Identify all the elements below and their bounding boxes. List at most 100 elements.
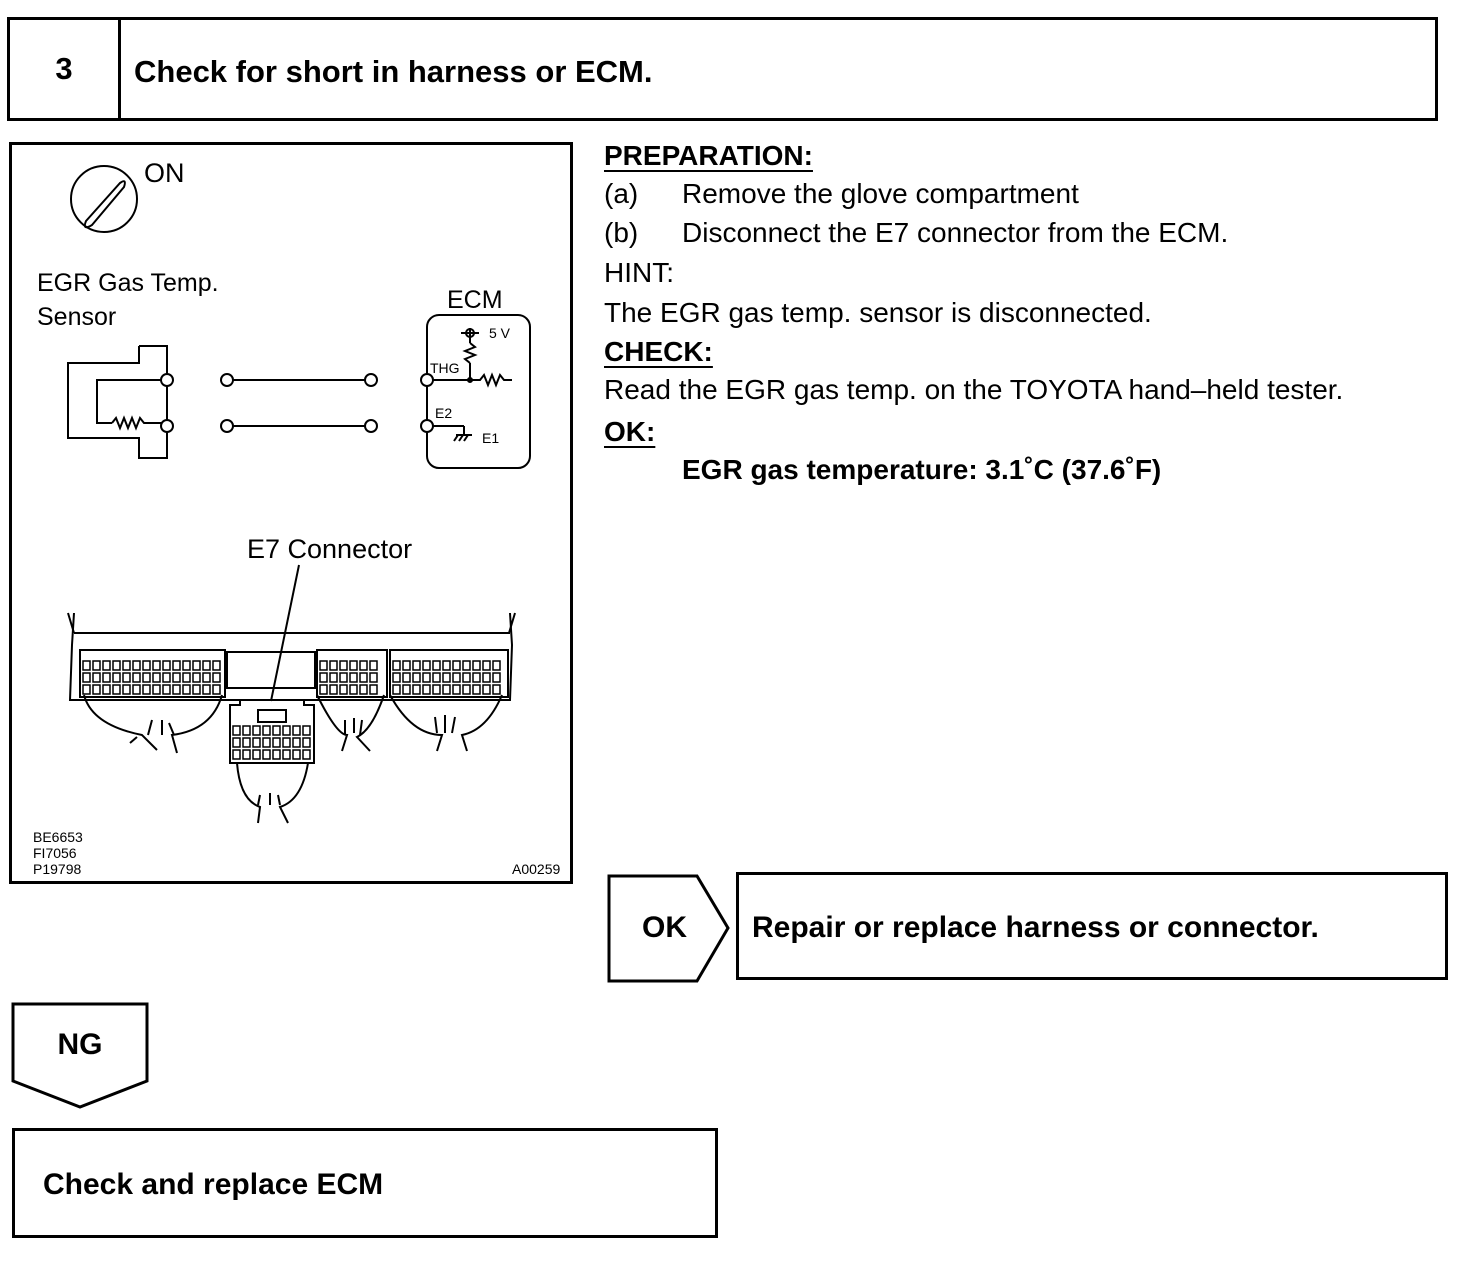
connector-pin — [232, 725, 241, 736]
connector-pin — [92, 660, 101, 671]
connector-pin — [242, 725, 251, 736]
connector-pin — [339, 684, 348, 695]
connector-pin — [132, 684, 141, 695]
connector-pin — [319, 672, 328, 683]
connector-pin — [102, 672, 111, 683]
connector-pin — [319, 660, 328, 671]
ecm-connector-pins — [82, 660, 501, 695]
preparation-heading: PREPARATION: — [604, 140, 813, 171]
connector-pin — [122, 660, 131, 671]
e2-terminal-label: E2 — [435, 405, 452, 421]
connector-pin — [402, 660, 411, 671]
connector-pin — [102, 684, 111, 695]
connector-pin — [272, 725, 281, 736]
prep-step-a-marker: (a) — [604, 178, 639, 209]
connector-pin — [472, 672, 481, 683]
connector-pin — [252, 749, 261, 760]
connector-pin — [349, 660, 358, 671]
connector-pin — [282, 737, 291, 748]
step-number: 3 — [10, 20, 121, 118]
ok-action-box: Repair or replace harness or connector. — [736, 872, 1448, 980]
connector-pin — [292, 749, 301, 760]
connector-pin — [172, 672, 181, 683]
connector-pin — [422, 672, 431, 683]
connector-pin — [212, 660, 221, 671]
connector-pin — [442, 660, 451, 671]
connector-pin — [432, 660, 441, 671]
connector-pin — [282, 725, 291, 736]
hint-text: The EGR gas temp. sensor is disconnected… — [604, 297, 1152, 328]
connector-pin — [392, 672, 401, 683]
connector-pin — [212, 672, 221, 683]
thg-terminal-label: THG — [430, 360, 460, 376]
connector-pin — [182, 660, 191, 671]
connector-pin — [152, 660, 161, 671]
voltage-label: 5 V — [489, 325, 511, 341]
ng-action-box: Check and replace ECM — [12, 1128, 718, 1238]
egr-gas-temp-sensor-symbol — [67, 345, 174, 459]
connector-pin — [212, 684, 221, 695]
prep-step-b-text: Disconnect the E7 connector from the ECM… — [682, 217, 1229, 248]
connector-pin — [492, 672, 501, 683]
connector-pin — [162, 660, 171, 671]
harness-wires — [220, 373, 378, 433]
connector-pin — [329, 660, 338, 671]
connector-pin — [122, 684, 131, 695]
ecm-label: ECM — [447, 286, 503, 314]
connector-pin — [132, 672, 141, 683]
connector-pin — [202, 660, 211, 671]
connector-pin — [272, 749, 281, 760]
connector-pin — [482, 684, 491, 695]
connector-pin — [412, 684, 421, 695]
connector-pin — [172, 684, 181, 695]
connector-pin — [339, 660, 348, 671]
connector-pin — [392, 684, 401, 695]
connector-pin — [452, 672, 461, 683]
ecm-unit-illustration — [67, 612, 516, 701]
connector-pin — [252, 737, 261, 748]
connector-pin — [92, 684, 101, 695]
connector-pin — [242, 749, 251, 760]
ignition-on-label: ON — [144, 158, 185, 188]
e7-connector-plug — [229, 699, 315, 764]
connector-pin — [162, 672, 171, 683]
connector-pin — [262, 749, 271, 760]
e7-connector-pins — [232, 725, 311, 760]
connector-pin — [412, 672, 421, 683]
connector-pin — [182, 684, 191, 695]
step-title: Check for short in harness or ECM. — [134, 54, 653, 89]
connector-pin — [262, 737, 271, 748]
connector-pin — [252, 725, 261, 736]
connector-pin — [402, 672, 411, 683]
reference-code-2: FI7056 — [33, 845, 77, 861]
sensor-label-line2: Sensor — [37, 303, 116, 331]
connector-pin — [329, 684, 338, 695]
figure-id: A00259 — [512, 861, 560, 877]
connector-pin — [292, 737, 301, 748]
connector-pin — [202, 672, 211, 683]
connector-pin — [232, 737, 241, 748]
check-heading: CHECK: — [604, 336, 713, 367]
wiring-diagram-figure: ON EGR Gas Temp. Sensor ECM — [9, 142, 573, 884]
reference-code-1: BE6653 — [33, 829, 83, 845]
reference-code-3: P19798 — [33, 861, 81, 877]
connector-pin — [369, 672, 378, 683]
connector-pin — [492, 684, 501, 695]
connector-pin — [142, 660, 151, 671]
connector-pin — [152, 672, 161, 683]
connector-pin — [282, 749, 291, 760]
connector-pin — [359, 660, 368, 671]
connector-pin — [202, 684, 211, 695]
connector-pin — [359, 672, 368, 683]
connector-pin — [172, 660, 181, 671]
connector-pin — [442, 684, 451, 695]
wire-harness-bundles — [83, 694, 503, 824]
connector-pin — [462, 684, 471, 695]
connector-pin — [142, 684, 151, 695]
connector-pin — [392, 660, 401, 671]
connector-pin — [482, 660, 491, 671]
ecm-circuit-symbol — [420, 314, 531, 469]
connector-pin — [432, 684, 441, 695]
ok-label: OK — [642, 911, 687, 944]
connector-pin — [292, 725, 301, 736]
